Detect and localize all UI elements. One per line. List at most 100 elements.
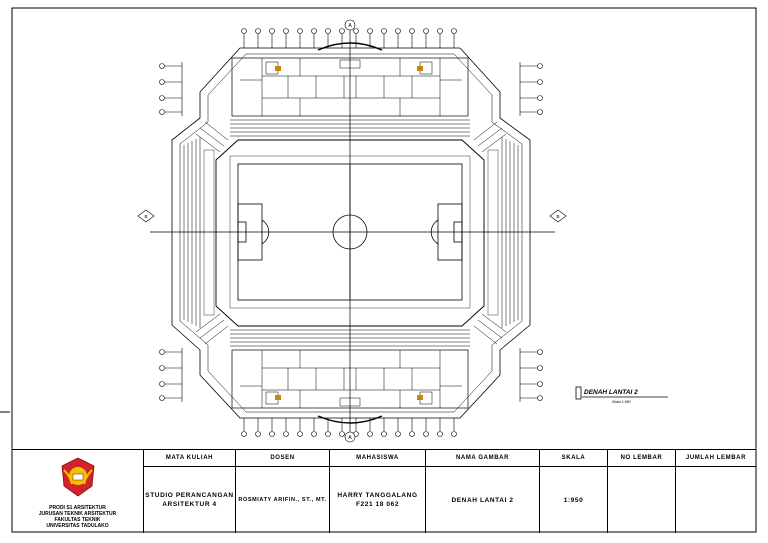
university-logo [61, 457, 95, 497]
scale-cell: SKALA 1:950 [539, 450, 607, 533]
grid-bubble [269, 28, 275, 34]
section-marker-top: A [344, 19, 356, 31]
grid-bubble [159, 365, 165, 371]
student-cell: MAHASISWA HARRY TANGGALANG F221 18 062 [329, 450, 425, 533]
grid-bubble [537, 349, 543, 355]
grid-bubble [437, 431, 443, 437]
grid-bubble [437, 28, 443, 34]
section-marker-top-label: A [348, 23, 352, 29]
north-room-partitions [240, 58, 462, 116]
sheet-total-cell: JUMLAH LEMBAR [675, 450, 756, 533]
grid-bubble [283, 431, 289, 437]
course-line: ARSITEKTUR 4 [162, 501, 217, 508]
grid-bubbles-right [519, 62, 543, 402]
course-cell: MATA KULIAH STUDIO PERANCANGAN ARSITEKTU… [143, 450, 235, 533]
grid-bubble [451, 431, 457, 437]
scale-header: SKALA [540, 450, 607, 467]
section-marker-bottom-label: A [348, 435, 352, 441]
logo-wing-right [83, 469, 93, 485]
stadium-floor-plan [150, 30, 555, 435]
student-header: MAHASISWA [330, 450, 425, 467]
lecturer-value: ROSMIATY ARIFIN., ST., MT. [236, 467, 329, 533]
grid-bubble [159, 109, 165, 115]
grid-bubble [537, 95, 543, 101]
grid-bubble [159, 63, 165, 69]
course-header: MATA KULIAH [144, 450, 235, 467]
grid-bubble [325, 28, 331, 34]
grid-bubble [159, 95, 165, 101]
institution-line: UNIVERSITAS TADULAKO [46, 523, 109, 529]
grid-bubble [159, 349, 165, 355]
lecturer-header: DOSEN [236, 450, 329, 467]
course-value: STUDIO PERANCANGAN ARSITEKTUR 4 [144, 467, 235, 533]
grid-bubble [159, 395, 165, 401]
sheet-border [11, 7, 757, 533]
stair-cores [265, 59, 433, 407]
grid-bubble [297, 431, 303, 437]
scale-value: 1:950 [540, 467, 607, 533]
grid-bubble [409, 28, 415, 34]
grid-bubble [395, 431, 401, 437]
grid-bubble [537, 109, 543, 115]
drawing-caption: DENAH LANTAI 2 Skala 1:950 [575, 386, 668, 404]
grid-bubble [297, 28, 303, 34]
logo-wing-left [63, 469, 73, 485]
east-tribune [487, 137, 519, 328]
grid-bubble [423, 431, 429, 437]
sheet-total-value [676, 467, 756, 533]
title-block: PRODI S1 ARSITEKTUR JURUSAN TEKNIK ARSIT… [12, 449, 756, 533]
grid-bubble [255, 28, 261, 34]
grid-bubble [255, 431, 261, 437]
west-tribune [183, 137, 215, 328]
grid-bubble [283, 28, 289, 34]
scale-line: 1:950 [563, 496, 584, 504]
institution-line: PRODI S1 ARSITEKTUR [49, 505, 106, 511]
section-marker-right: B [549, 209, 567, 223]
sheet-total-header: JUMLAH LEMBAR [676, 450, 756, 467]
grid-bubbles-left [159, 62, 183, 402]
sheet-number-value [608, 467, 675, 533]
stair-accent-marks [275, 66, 423, 400]
grid-bubble [409, 431, 415, 437]
grid-bubble [537, 381, 543, 387]
course-line: STUDIO PERANCANGAN [145, 492, 234, 499]
grid-bubble [395, 28, 401, 34]
building-inner-outline [179, 53, 523, 413]
drawing-name-value: DENAH LANTAI 2 [426, 467, 539, 533]
grid-bubble [353, 28, 359, 34]
pitch-surround [215, 139, 485, 327]
grid-bubble [325, 431, 331, 437]
grid-bubble [339, 28, 345, 34]
student-value: HARRY TANGGALANG F221 18 062 [330, 467, 425, 533]
institution-text: PRODI S1 ARSITEKTUR JURUSAN TEKNIK ARSIT… [12, 505, 143, 529]
section-marker-left: B [137, 209, 155, 223]
grid-bubbles-bottom [241, 418, 457, 437]
caption-title: DENAH LANTAI 2 [584, 389, 638, 396]
student-id: F221 18 062 [355, 501, 400, 508]
grid-bubble [537, 79, 543, 85]
drawing-name-line: DENAH LANTAI 2 [451, 496, 514, 504]
grid-bubble [381, 28, 387, 34]
grid-bubble [241, 431, 247, 437]
caption-scale: Skala 1:950 [612, 400, 631, 404]
lecturer-line: ROSMIATY ARIFIN., ST., MT. [238, 496, 327, 503]
student-name: HARRY TANGGALANG [337, 492, 418, 499]
drawing-name-cell: NAMA GAMBAR DENAH LANTAI 2 [425, 450, 539, 533]
drawing-name-header: NAMA GAMBAR [426, 450, 539, 467]
grid-bubble [311, 28, 317, 34]
grid-bubble [367, 28, 373, 34]
sheet-number-cell: NO LEMBAR [607, 450, 675, 533]
institution-logo-cell: PRODI S1 ARSITEKTUR JURUSAN TEKNIK ARSIT… [12, 450, 143, 533]
grid-bubble [537, 365, 543, 371]
grid-bubble [159, 381, 165, 387]
lecturer-cell: DOSEN ROSMIATY ARIFIN., ST., MT. [235, 450, 329, 533]
logo-book [72, 473, 84, 481]
building-outline [171, 47, 531, 419]
sheet-number-header: NO LEMBAR [608, 450, 675, 467]
grid-bubble [381, 431, 387, 437]
section-marker-left-label: B [144, 214, 147, 219]
grid-bubble [451, 28, 457, 34]
grid-bubble [241, 28, 247, 34]
grid-bubble [269, 431, 275, 437]
